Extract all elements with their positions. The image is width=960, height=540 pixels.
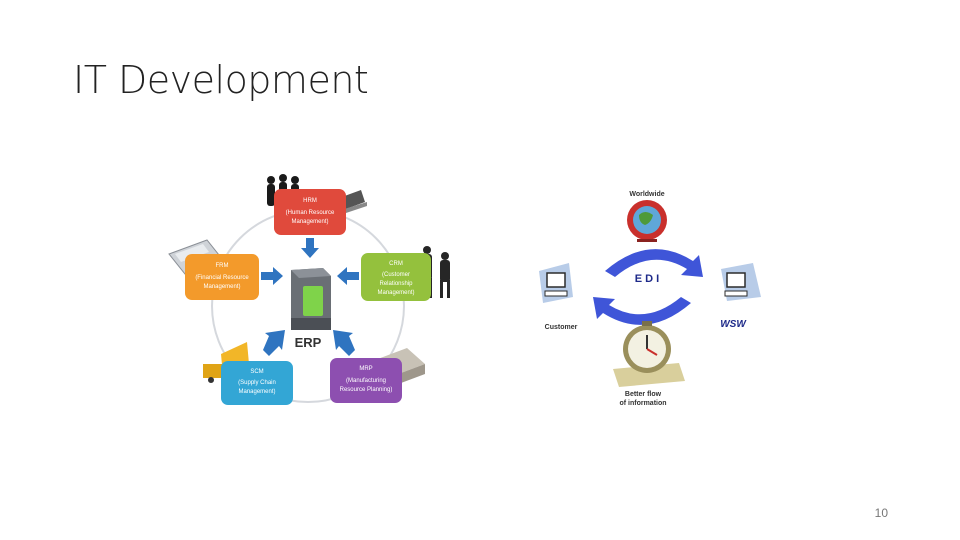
- stopwatch-icon: [613, 321, 685, 387]
- module-line1-frm: (Financial Resource: [195, 275, 249, 281]
- arrow-from-scm: [263, 330, 285, 356]
- module-box-crm: CRM (Customer Relationship Management): [361, 253, 431, 301]
- module-abbr-crm: CRM: [389, 261, 403, 267]
- edi-diagram: Worldwide E D I Customer WSW Better flow…: [529, 183, 765, 409]
- edi-right-label: WSW: [720, 319, 747, 330]
- edi-cycle-arrows: [593, 249, 703, 325]
- module-line1-mrp: (Manufacturing: [346, 378, 386, 384]
- module-line3-crm: Management): [377, 290, 414, 296]
- module-line2-hrm: Management): [291, 219, 328, 225]
- arrow-from-frm: [261, 267, 283, 285]
- customer-computer-icon: [539, 263, 573, 303]
- slide-title: IT Development: [73, 56, 368, 104]
- arrow-bottom-cycle: [593, 297, 691, 325]
- erp-diagram: HRM (Human Resource Management) CRM (Cus…: [163, 168, 453, 413]
- module-abbr-scm: SCM: [250, 369, 263, 375]
- module-line1-crm: (Customer: [382, 272, 410, 278]
- module-line1-scm: (Supply Chain: [238, 380, 276, 386]
- module-line1-hrm: (Human Resource: [286, 210, 335, 216]
- module-line2-crm: Relationship: [379, 281, 413, 287]
- edi-left-label: Customer: [545, 324, 578, 331]
- module-box-hrm: HRM (Human Resource Management): [274, 189, 346, 235]
- module-abbr-frm: FRM: [216, 263, 229, 269]
- module-abbr-mrp: MRP: [359, 366, 372, 372]
- module-box-scm: SCM (Supply Chain Management): [221, 361, 293, 405]
- module-box-frm: FRM (Financial Resource Management): [185, 254, 259, 300]
- arrow-from-mrp: [333, 330, 355, 356]
- module-abbr-hrm: HRM: [303, 198, 317, 204]
- globe-icon: [627, 200, 667, 242]
- module-box-mrp: MRP (Manufacturing Resource Planning): [330, 358, 402, 403]
- arrow-from-hrm: [301, 238, 319, 258]
- arrow-from-crm: [337, 267, 359, 285]
- edi-bottom-label-2: of information: [619, 400, 666, 407]
- partner-computer-icon: [721, 263, 761, 301]
- edi-center-label: E D I: [635, 273, 659, 285]
- page-number: 10: [875, 506, 888, 520]
- erp-center-label: ERP: [295, 335, 322, 350]
- edi-top-label: Worldwide: [629, 191, 664, 198]
- module-line2-frm: Management): [203, 284, 240, 290]
- module-line2-mrp: Resource Planning): [340, 387, 393, 393]
- erp-server-icon: [291, 268, 331, 330]
- edi-bottom-label-1: Better flow: [625, 391, 662, 398]
- module-line2-scm: Management): [238, 389, 275, 395]
